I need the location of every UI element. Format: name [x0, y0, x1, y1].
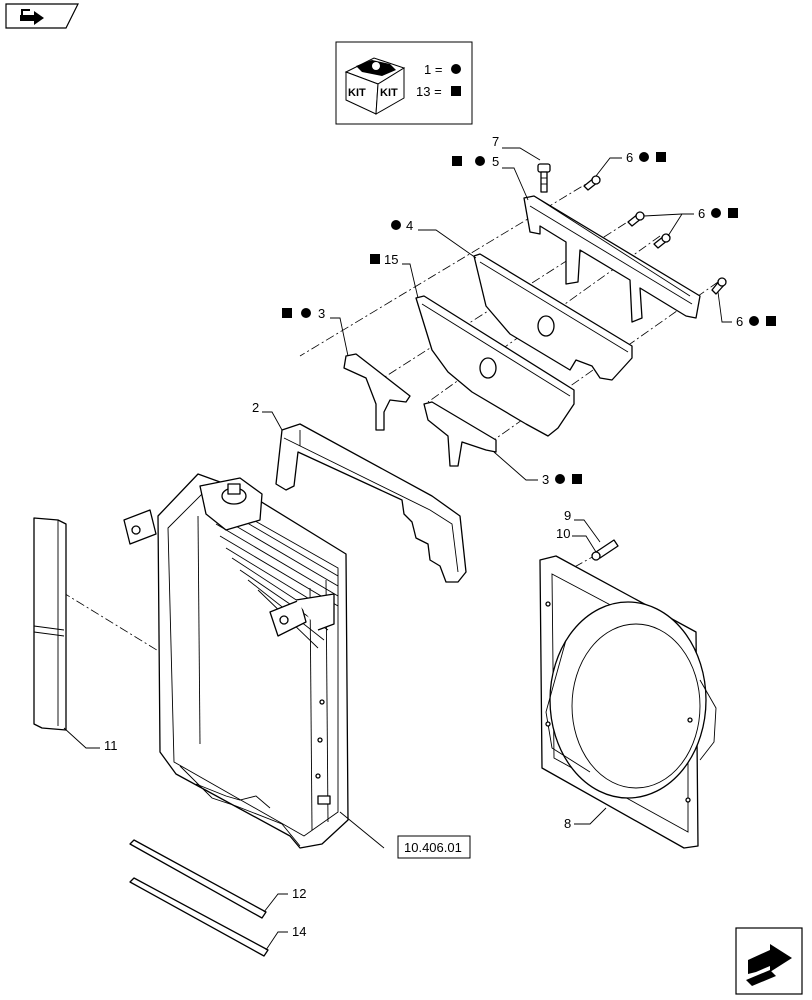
bullet-square-icon — [572, 474, 582, 484]
fastener-6-d — [711, 277, 727, 295]
kit-badge-text-right: KIT — [380, 87, 398, 99]
next-page-button[interactable] — [735, 927, 803, 995]
svg-text:9: 9 — [564, 508, 571, 523]
kit-badge-text-left: KIT — [348, 87, 366, 99]
svg-text:7: 7 — [492, 134, 499, 149]
bullet-circle-icon — [639, 152, 649, 162]
fastener-6-b — [627, 211, 645, 227]
reference-label: 10.406.01 — [404, 840, 462, 855]
next-page-arrow-icon — [746, 944, 792, 986]
bullet-circle-icon — [391, 220, 401, 230]
callout-11: 11 — [63, 727, 118, 753]
bracket-5 — [523, 195, 701, 323]
callout-3-bottom: 3 — [493, 451, 582, 487]
svg-text:8: 8 — [564, 816, 571, 831]
bullet-circle-icon — [749, 316, 759, 326]
plate-15 — [415, 295, 575, 437]
svg-text:6: 6 — [736, 314, 743, 329]
callout-4: 4 — [391, 218, 477, 259]
legend-row2-label: 13 = — [416, 84, 442, 99]
svg-text:10: 10 — [556, 526, 570, 541]
bracket-3-left — [343, 353, 411, 431]
bullet-circle-icon — [555, 474, 565, 484]
svg-text:11: 11 — [104, 738, 118, 753]
bracket-3-right — [423, 401, 497, 467]
bullet-square-icon — [282, 308, 292, 318]
legend-row1-label: 1 = — [424, 62, 442, 77]
callout-6-top: 6 — [595, 150, 666, 177]
kit-box-icon: KIT KIT — [344, 57, 406, 115]
radiator — [123, 473, 349, 849]
svg-text:15: 15 — [384, 252, 398, 267]
callout-5: 5 — [452, 154, 529, 201]
callout-10: 10 — [556, 526, 597, 553]
fan-shroud-8 — [539, 555, 717, 849]
reference-box[interactable]: 10.406.01 — [339, 811, 471, 859]
bullet-circle-icon — [451, 64, 461, 74]
strip-12 — [129, 839, 267, 919]
toolbar-arrow-icon — [20, 9, 44, 25]
bullet-square-icon — [451, 86, 461, 96]
svg-text:5: 5 — [492, 154, 499, 169]
svg-text:2: 2 — [252, 400, 259, 415]
toolbar-tab[interactable] — [5, 3, 79, 29]
fastener-6-a — [583, 175, 601, 191]
callout-7: 7 — [492, 134, 541, 161]
bullet-circle-icon — [475, 156, 485, 166]
callout-6-right: 6 — [717, 291, 776, 329]
bullet-square-icon — [728, 208, 738, 218]
svg-text:6: 6 — [698, 206, 705, 221]
svg-text:12: 12 — [292, 886, 306, 901]
callout-12: 12 — [263, 886, 306, 913]
callout-3-top: 3 — [282, 306, 349, 357]
bolt-7 — [537, 163, 551, 193]
callout-14: 14 — [265, 924, 306, 951]
svg-text:6: 6 — [626, 150, 633, 165]
svg-text:3: 3 — [318, 306, 325, 321]
fastener-6-c — [653, 233, 671, 249]
side-seal-11 — [33, 517, 67, 731]
bullet-circle-icon — [711, 208, 721, 218]
bullet-square-icon — [452, 156, 462, 166]
callout-2: 2 — [252, 400, 283, 431]
bullet-square-icon — [370, 254, 380, 264]
strip-14 — [129, 877, 269, 957]
svg-text:4: 4 — [406, 218, 413, 233]
bullet-square-icon — [656, 152, 666, 162]
bullet-circle-icon — [301, 308, 311, 318]
callout-6-mid: 6 — [643, 206, 738, 237]
callout-9: 9 — [564, 508, 601, 543]
seal-2 — [275, 423, 467, 583]
plate-4 — [473, 253, 633, 381]
bullet-square-icon — [766, 316, 776, 326]
svg-text:3: 3 — [542, 472, 549, 487]
bolt-9-10 — [591, 539, 619, 561]
svg-text:14: 14 — [292, 924, 306, 939]
callout-15: 15 — [370, 252, 419, 299]
callout-8: 8 — [564, 807, 607, 831]
kit-legend: KIT KIT 1 = 13 = — [335, 41, 473, 125]
